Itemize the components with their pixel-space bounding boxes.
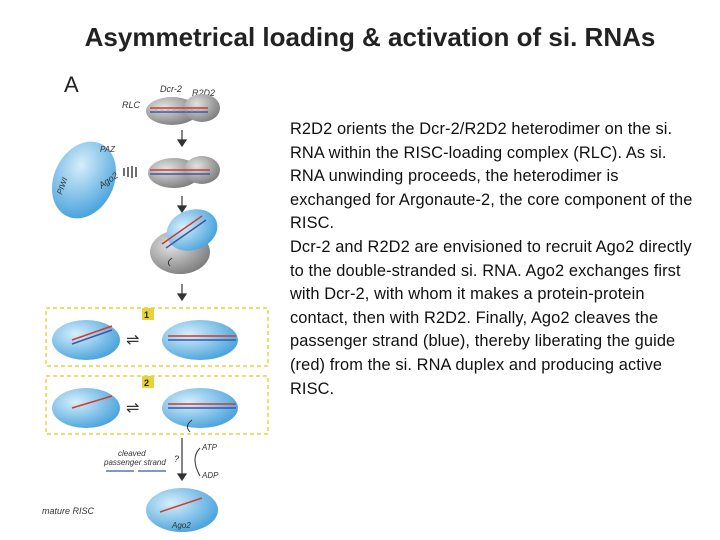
siRNA-loading-figure: A Dcr-2 R2D2 RLC: [42, 68, 282, 540]
mature-risc-label: mature RISC: [42, 506, 95, 516]
step-1-label: 1: [144, 310, 149, 320]
down-arrow-1: [178, 130, 186, 146]
rlc-stage: Dcr-2 R2D2 RLC: [122, 84, 220, 125]
paragraph-1: R2D2 orients the Dcr-2/R2D2 heterodimer …: [290, 118, 700, 236]
paragraph-2: Dcr-2 and R2D2 are envisioned to recruit…: [290, 236, 700, 401]
mature-risc-stage: mature RISC Ago2: [42, 488, 218, 532]
ago2-step2-left: [52, 388, 120, 428]
page-title: Asymmetrical loading & activation of si.…: [0, 22, 720, 53]
adp-label: ADP: [201, 471, 219, 480]
equilibrium-arrows: ⇌: [126, 332, 139, 349]
paz-label: PAZ: [100, 145, 116, 154]
down-arrow-3: [178, 284, 186, 300]
body-text: R2D2 orients the Dcr-2/R2D2 heterodimer …: [290, 118, 700, 401]
equilibrium-arrows-2: ⇌: [126, 400, 139, 417]
down-arrow-4: [178, 438, 186, 480]
step-2-label: 2: [144, 378, 149, 388]
down-arrow-2: [178, 196, 186, 212]
question-label: ?: [174, 454, 179, 464]
passenger-strand-label: passenger strand: [103, 458, 166, 467]
atp-label: ATP: [201, 443, 218, 452]
step-2-box: 2 ⇌: [46, 376, 268, 434]
step-1-box: 1 ⇌: [46, 308, 268, 366]
approach-marks: [124, 166, 136, 178]
rlc-label: RLC: [122, 100, 141, 110]
cleaved-label: cleaved: [118, 449, 146, 458]
figure-drawing: Dcr-2 R2D2 RLC PAZ PIWI Ago2: [42, 68, 282, 540]
ago2-bottom-label: Ago2: [171, 521, 191, 530]
ago2-bound-stage: [150, 202, 223, 274]
cleavage-stage: ATP ? ADP cleaved passenger strand: [103, 438, 219, 480]
dcr2-label: Dcr-2: [160, 84, 182, 94]
